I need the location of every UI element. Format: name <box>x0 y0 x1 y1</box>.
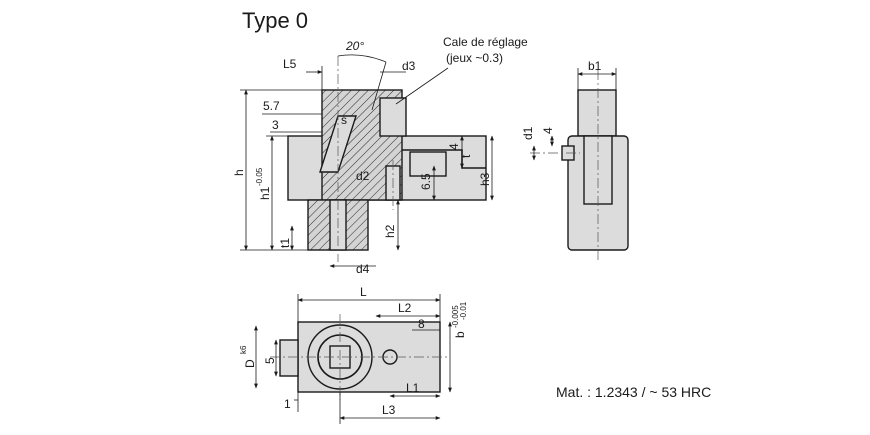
dim-d1-label: d1 <box>521 126 535 140</box>
dim-h1-label: h1 <box>258 186 272 200</box>
dim-front-4-label: 4 <box>447 143 461 150</box>
dim-L-label: L <box>360 285 367 299</box>
angle-20-arc <box>337 54 387 63</box>
side-top-block <box>577 89 617 137</box>
dim-d3-label: d3 <box>402 59 416 73</box>
dim-b-tolerance-upper: -0.005 <box>451 305 460 328</box>
callout-leader <box>395 67 449 105</box>
dim-side-4-label: 4 <box>541 127 555 134</box>
angle-20-ref-line <box>371 61 387 111</box>
dim-h3-label: h3 <box>478 172 492 186</box>
dim-5-label: 5 <box>263 357 277 364</box>
front-view: 20° Cale de réglage (jeux ~0.3) L5 d3 5.… <box>232 35 528 276</box>
dim-6-5-label: 6.5 <box>419 173 433 190</box>
dim-L2-label: L2 <box>398 301 412 315</box>
dim-1-label: 1 <box>284 397 291 411</box>
top-view: L L2 8 b -0.005 -0.01 D k6 5 1 L1 L3 <box>239 285 468 424</box>
dim-b1-label: b1 <box>588 59 602 73</box>
dim-L1-label: L1 <box>406 381 420 395</box>
dim-8-label: 8 <box>418 317 425 331</box>
dim-D-label: D <box>243 359 257 368</box>
side-view: b1 d1 4 <box>521 59 629 262</box>
dim-d4-label: d4 <box>356 262 370 276</box>
front-adjusting-shim <box>379 97 407 137</box>
top-left-shank <box>279 339 299 377</box>
material-note: Mat. : 1.2343 / ~ 53 HRC <box>556 384 711 400</box>
dim-3-label: 3 <box>272 118 279 132</box>
dim-5-7-label: 5.7 <box>263 99 280 113</box>
dim-t1-label: t1 <box>278 238 292 248</box>
dim-d2-label: d2 <box>356 169 370 183</box>
dim-h2-label: h2 <box>383 224 397 238</box>
callout-line2: (jeux ~0.3) <box>446 51 503 65</box>
dim-L5-label: L5 <box>283 57 297 71</box>
drawing-title: Type 0 <box>242 8 308 33</box>
dim-t-label: t <box>459 154 473 158</box>
dim-D-tolerance: k6 <box>239 345 248 354</box>
dim-b-label: b <box>453 331 467 338</box>
dim-L3-label: L3 <box>382 403 396 417</box>
dim-h1-tolerance: -0.05 <box>255 167 264 186</box>
front-right-insert <box>409 151 447 177</box>
callout-line1: Cale de réglage <box>443 35 528 49</box>
dim-b-tolerance-lower: -0.01 <box>459 301 468 320</box>
dim-s-label: s <box>341 113 347 127</box>
dim-h-label: h <box>232 169 246 176</box>
angle-20-label: 20° <box>345 39 364 53</box>
